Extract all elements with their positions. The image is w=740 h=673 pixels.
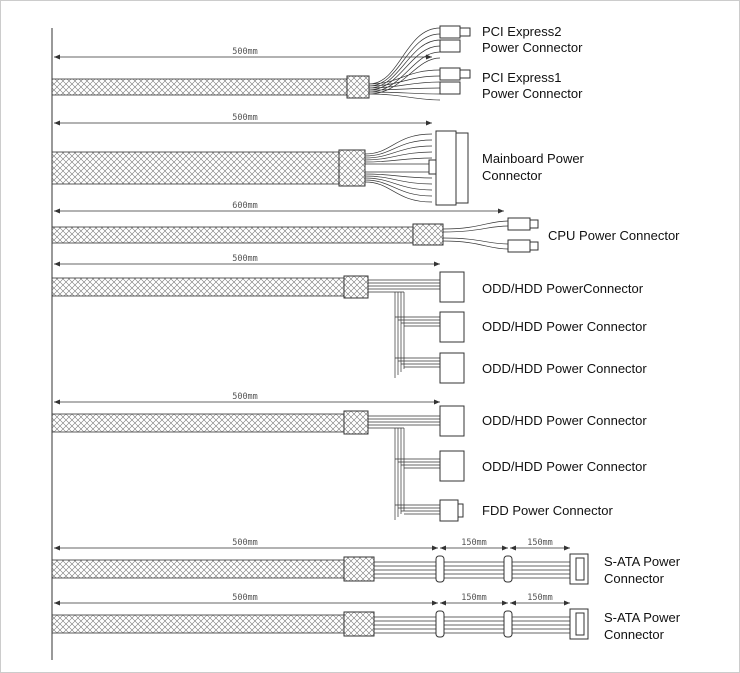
pcie2-connector [439, 25, 471, 53]
odd-hdd-label: ODD/HDD Power Connector [482, 413, 647, 428]
sata-label-line2: Connector [604, 627, 665, 642]
molex2-wires [368, 415, 440, 520]
dimension-label: 500mm [232, 392, 258, 402]
molex1-wires [368, 279, 440, 378]
sata-connector [569, 553, 589, 585]
dimension-sata1: 500mm 150mm 150mm [54, 538, 570, 551]
sata-label-line2: Connector [604, 571, 665, 586]
molex-connector [439, 271, 465, 303]
sata-label: S-ATA Power [604, 610, 681, 625]
mainboard-wires [364, 133, 433, 203]
sata-cable-2: 500mm 150mm 150mm S-ATA Power Connector [51, 593, 681, 642]
cable-sleeve [51, 78, 348, 96]
cable-sleeve [51, 226, 414, 244]
odd-hdd-label: ODD/HDD Power Connector [482, 319, 647, 334]
fdd-label: FDD Power Connector [482, 503, 613, 518]
pcie-cable: 500mm PCI Express2 Power Connector PCI E… [51, 24, 583, 101]
dimension-label: 150mm [461, 593, 487, 603]
mainboard-label-line2: Connector [482, 168, 543, 183]
dimension-label: 500mm [232, 47, 258, 57]
cable-sleeve [51, 559, 345, 579]
molex-cable-1: 500mm ODD/HDD PowerConnector ODD/HDD Pow… [51, 254, 647, 384]
mainboard-connector [428, 130, 469, 206]
cable-sleeve [51, 614, 345, 634]
odd-hdd-label: ODD/HDD Power Connector [482, 361, 647, 376]
sata-clip [503, 610, 513, 638]
dimension-sata2: 500mm 150mm 150mm [54, 593, 570, 606]
cpu-label: CPU Power Connector [548, 228, 680, 243]
molex-cable-2: 500mm ODD/HDD Power Connector ODD/HDD Po… [51, 392, 647, 522]
sata-clip [435, 555, 445, 583]
molex-connector [439, 450, 465, 482]
heat-shrink [338, 149, 366, 187]
dimension-mainboard: 500mm [54, 113, 432, 126]
fdd-connector [439, 499, 464, 522]
dimension-label: 500mm [232, 538, 258, 548]
pcie2-label-line2: Power Connector [482, 40, 583, 55]
heat-shrink [343, 275, 369, 299]
dimension-molex1: 500mm [54, 254, 440, 267]
dimension-pcie: 500mm [54, 47, 432, 60]
sata-connector [569, 608, 589, 640]
pcie-wires [368, 27, 441, 101]
pcie1-connector [439, 67, 471, 95]
cable-sleeve [51, 277, 345, 297]
heat-shrink [343, 410, 369, 435]
dimension-label: 500mm [232, 113, 258, 123]
dimension-label: 500mm [232, 593, 258, 603]
pcie2-label: PCI Express2 [482, 24, 561, 39]
sata2-wires [374, 616, 570, 634]
dimension-cpu: 600mm [54, 201, 504, 214]
molex-connector [439, 405, 465, 437]
pcie1-label-line2: Power Connector [482, 86, 583, 101]
sata-clip [435, 610, 445, 638]
dimension-label: 600mm [232, 201, 258, 211]
cable-sleeve [51, 151, 340, 185]
molex-connector [439, 352, 465, 384]
pcie1-label: PCI Express1 [482, 70, 561, 85]
dimension-label: 150mm [527, 538, 553, 548]
heat-shrink [343, 611, 375, 637]
dimension-label: 150mm [527, 593, 553, 603]
sata-label: S-ATA Power [604, 554, 681, 569]
cable-sleeve [51, 413, 345, 433]
sata-clip [503, 555, 513, 583]
dimension-molex2: 500mm [54, 392, 440, 405]
odd-hdd-label: ODD/HDD Power Connector [482, 459, 647, 474]
dimension-label: 500mm [232, 254, 258, 264]
molex-connector [439, 311, 465, 343]
heat-shrink [412, 223, 444, 246]
sata-cable-1: 500mm 150mm 150mm S-ATA Power Connector [51, 538, 681, 586]
cpu-connector [507, 217, 539, 253]
odd-hdd-label: ODD/HDD PowerConnector [482, 281, 644, 296]
cpu-cable: 600mm CPU Power Connector [51, 201, 680, 253]
mainboard-cable: 500mm Mainboard Power Connector [51, 113, 585, 206]
mainboard-label: Mainboard Power [482, 151, 585, 166]
cpu-wires [442, 220, 509, 250]
sata1-wires [374, 561, 570, 579]
heat-shrink [343, 556, 375, 582]
dimension-label: 150mm [461, 538, 487, 548]
heat-shrink [346, 75, 370, 99]
